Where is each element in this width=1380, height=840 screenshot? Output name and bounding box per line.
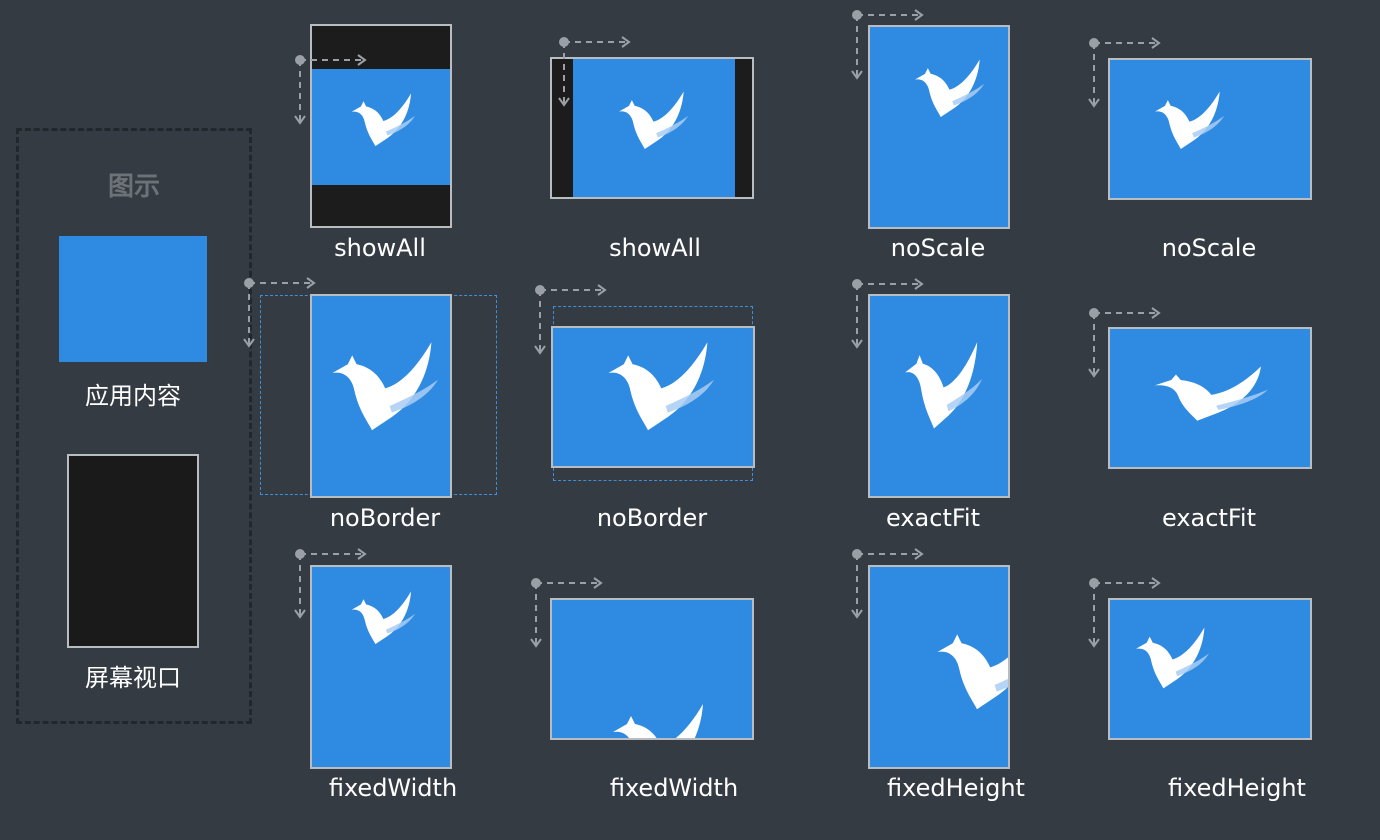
bird-logo-icon: [618, 91, 688, 150]
bird-logo-icon: [1136, 627, 1209, 689]
origin-axes-icon: [530, 577, 603, 648]
viewport-fixedwidth-landscape: [550, 598, 754, 740]
label-noscale-landscape: noScale: [1161, 234, 1257, 262]
label-noborder-landscape: noBorder: [596, 504, 708, 532]
bird-logo-icon: [608, 342, 714, 431]
label-fixedheight-portrait: fixedHeight: [887, 774, 1025, 802]
label-exactfit-portrait: exactFit: [886, 504, 980, 532]
legend-panel: [16, 128, 252, 724]
viewport-noscale-portrait: [868, 25, 1010, 229]
origin-axes-icon: [558, 36, 631, 107]
label-noscale-portrait: noScale: [890, 234, 986, 262]
origin-axes-icon: [1088, 37, 1161, 108]
origin-axes-icon: [534, 284, 607, 355]
label-showall-landscape: showAll: [609, 234, 701, 262]
bird-logo-icon: [1154, 366, 1268, 421]
origin-axes-icon: [851, 278, 924, 349]
origin-axes-icon: [1088, 307, 1161, 378]
label-exactfit-landscape: exactFit: [1162, 504, 1256, 532]
viewport-showall-portrait: [310, 24, 452, 228]
bird-logo-icon: [351, 93, 415, 147]
label-fixedwidth-portrait: fixedWidth: [328, 774, 458, 802]
viewport-fixedheight-portrait: [868, 565, 1010, 769]
legend-app-content-swatch: [59, 236, 207, 362]
origin-axes-icon: [851, 548, 924, 619]
viewport-fixedheight-landscape: [1108, 598, 1312, 740]
label-showall-portrait: showAll: [334, 234, 426, 262]
origin-axes-icon: [243, 277, 316, 348]
bird-logo-icon: [351, 591, 415, 645]
origin-axes-icon: [294, 54, 367, 125]
label-fixedwidth-landscape: fixedWidth: [609, 774, 739, 802]
bird-logo-icon: [914, 59, 984, 118]
legend-screen-viewport-label: 屏幕视口: [85, 664, 181, 692]
legend-title: 图示: [107, 172, 160, 202]
bird-logo-icon: [905, 342, 982, 429]
legend-app-content-label: 应用内容: [85, 382, 181, 410]
label-noborder-portrait: noBorder: [329, 504, 441, 532]
origin-axes-icon: [294, 548, 367, 619]
legend-screen-viewport-swatch: [67, 454, 199, 648]
bird-logo-icon: [937, 634, 1008, 710]
bird-logo-icon: [332, 342, 438, 431]
label-fixedheight-landscape: fixedHeight: [1168, 774, 1306, 802]
bird-logo-icon: [1154, 91, 1224, 150]
viewport-fixedwidth-portrait: [310, 565, 452, 769]
origin-axes-icon: [1088, 577, 1161, 648]
origin-axes-icon: [851, 9, 924, 80]
bird-logo-icon: [613, 704, 703, 738]
